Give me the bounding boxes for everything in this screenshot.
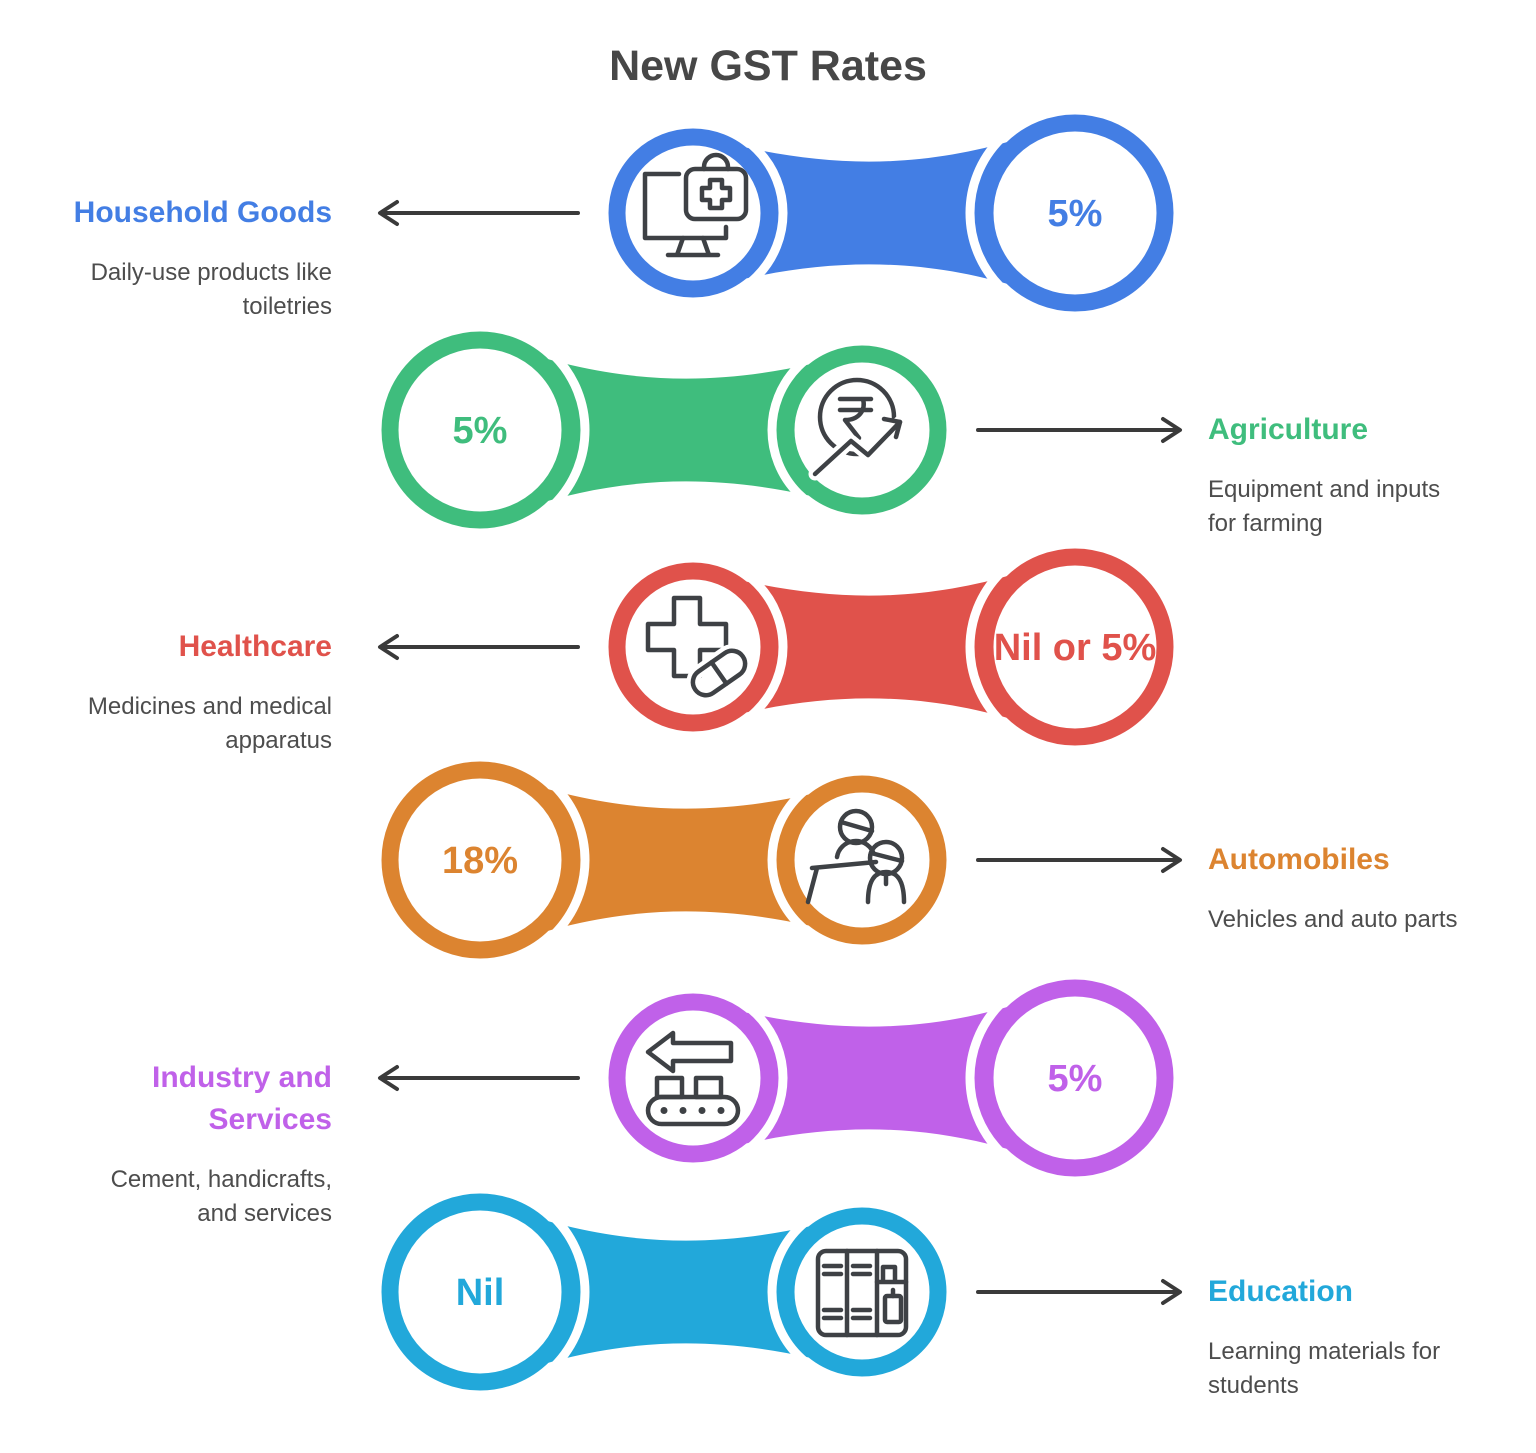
category-description: Cement, handicrafts, and services: [110, 1166, 332, 1227]
page-title: New GST Rates: [609, 42, 927, 90]
rate-circle: [976, 979, 1174, 1177]
circle-gap: [767, 335, 957, 525]
rate-label: 5%: [1048, 1058, 1103, 1100]
rate-circle: [381, 1193, 579, 1391]
circle-gap: [598, 552, 788, 742]
gst-row: Nil: [370, 1182, 1182, 1402]
category-name: Healthcare: [178, 630, 332, 663]
circle-gap: [598, 118, 788, 308]
rate-label: 18%: [442, 840, 518, 882]
gst-row: 5%: [370, 320, 1182, 540]
circle-gap: [370, 320, 590, 540]
medical-cross-pill-icon: [645, 595, 752, 702]
category-name: Industry and Services: [151, 1061, 332, 1136]
arrow-head: [378, 634, 399, 660]
arrow-right-icon: [976, 417, 1182, 443]
arrow-head: [1161, 847, 1182, 873]
gst-row: 5%: [378, 968, 1185, 1188]
lockers-icon: [815, 1248, 909, 1338]
monitor-medkit-icon: [642, 152, 749, 258]
category-name: Household Goods: [73, 196, 332, 229]
category-name: Automobiles: [1208, 843, 1390, 876]
circle-gap: [598, 983, 788, 1173]
circle-gap: [965, 968, 1185, 1188]
category-description: Equipment and inputs for farming: [1208, 476, 1441, 537]
circle-gap: [370, 750, 590, 970]
arrow-left-icon: [378, 200, 580, 226]
rate-label: Nil or 5%: [994, 627, 1157, 669]
icon-circle: [608, 993, 778, 1163]
circle-gap: [767, 1197, 957, 1387]
rupee-growth-icon: [808, 377, 907, 481]
category-description: Medicines and medical apparatus: [87, 693, 332, 754]
arrow-head: [1161, 417, 1182, 443]
gst-row: Nil or 5%: [378, 537, 1185, 757]
arrow-head: [378, 200, 399, 226]
circle-gap: [370, 1182, 590, 1402]
category-description: Vehicles and auto parts: [1208, 906, 1458, 933]
arrow-head: [1161, 1279, 1182, 1305]
rate-circle: [976, 114, 1174, 312]
category-name: Education: [1208, 1275, 1354, 1308]
arrow-right-icon: [976, 1279, 1182, 1305]
icon-circle: [777, 1207, 947, 1377]
arrow-right-icon: [976, 847, 1182, 873]
circle-gap: [965, 103, 1185, 323]
rate-circle: [381, 761, 579, 959]
rate-label: 5%: [1048, 193, 1103, 235]
conveyor-belt-icon: [645, 1030, 741, 1127]
icon-circle: [608, 562, 778, 732]
icon-circle: [777, 345, 947, 515]
rate-label: Nil: [456, 1272, 505, 1314]
rate-circle: [976, 548, 1174, 746]
people-desk-icon: [805, 808, 907, 905]
circle-gap: [965, 537, 1185, 757]
category-description: Learning materials for students: [1208, 1338, 1441, 1399]
rate-circle: [381, 331, 579, 529]
gst-row: 5%: [378, 103, 1185, 323]
circle-gap: [767, 765, 957, 955]
category-name: Agriculture: [1208, 413, 1369, 446]
arrow-head: [378, 1065, 399, 1091]
arrow-left-icon: [378, 1065, 580, 1091]
gst-row: 18%: [370, 750, 1182, 970]
category-description: Daily-use products like toiletries: [90, 259, 332, 320]
rate-label: 5%: [453, 410, 508, 452]
arrow-left-icon: [378, 634, 580, 660]
icon-circle: [777, 775, 947, 945]
